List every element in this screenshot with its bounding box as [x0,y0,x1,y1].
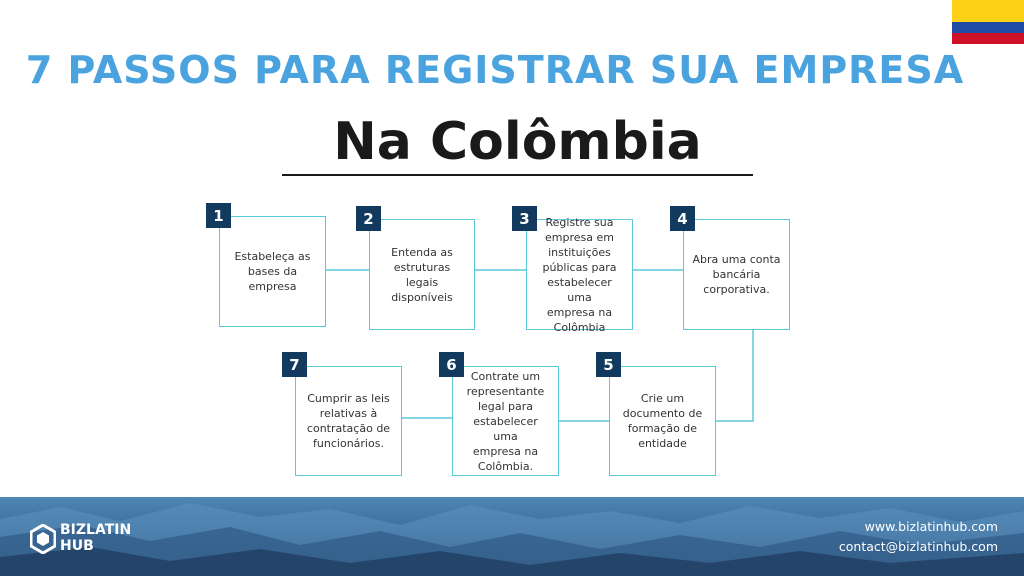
step-number-4: 4 [670,206,695,231]
step-number-5: 5 [596,352,621,377]
step-text-5: Crie um documento de formação de entidad… [622,392,703,450]
subtitle-underline [282,174,753,176]
step-text-3: Registre sua empresa em instituições púb… [542,215,617,334]
step-box-3: Registre sua empresa em instituições púb… [526,216,633,334]
step-box-5: Crie um documento de formação de entidad… [609,366,716,476]
step-text-4: Abra uma conta bancária corporativa. [692,253,781,296]
step-number-6: 6 [439,352,464,377]
step-number-1: 1 [206,203,231,228]
logo-text: BIZLATIN HUB [60,522,132,554]
connector-4-5 [715,329,754,422]
step-text-1: Estabeleça as bases da empresa [234,250,311,293]
flag-red-stripe [952,33,1024,44]
flag-yellow-stripe [952,0,1024,22]
page-title: 7 PASSOS PARA REGISTRAR SUA EMPRESA [25,48,965,92]
step-text-7: Cumprir as leis relativas à contratação … [306,392,391,450]
bizlatinhub-logo[interactable]: BIZLATIN HUB [30,522,140,556]
footer-banner [0,497,1024,576]
step-number-2: 2 [356,206,381,231]
colombia-flag [952,0,1024,44]
page-subtitle: Na Colômbia [333,112,702,172]
step-number-7: 7 [282,352,307,377]
step-box-4: Abra uma conta bancária corporativa. [683,219,790,330]
email-link[interactable]: contact@bizlatinhub.com [838,539,998,554]
step-text-2: Entenda as estruturas legais disponíveis [391,245,453,304]
mountain-background [0,503,1024,576]
step-text-6: Contrate um representante legal para est… [466,369,545,473]
step-box-6: Contrate um representante legal para est… [452,366,559,476]
step-number-3: 3 [512,206,537,231]
website-link[interactable]: www.bizlatinhub.com [864,519,998,534]
step-box-7: Cumprir as leis relativas à contratação … [295,366,402,476]
flag-blue-stripe [952,22,1024,33]
step-box-2: Entenda as estruturas legais disponíveis [369,219,475,330]
step-box-1: Estabeleça as bases da empresa [219,216,326,327]
logo-hexagon-icon [30,524,56,554]
